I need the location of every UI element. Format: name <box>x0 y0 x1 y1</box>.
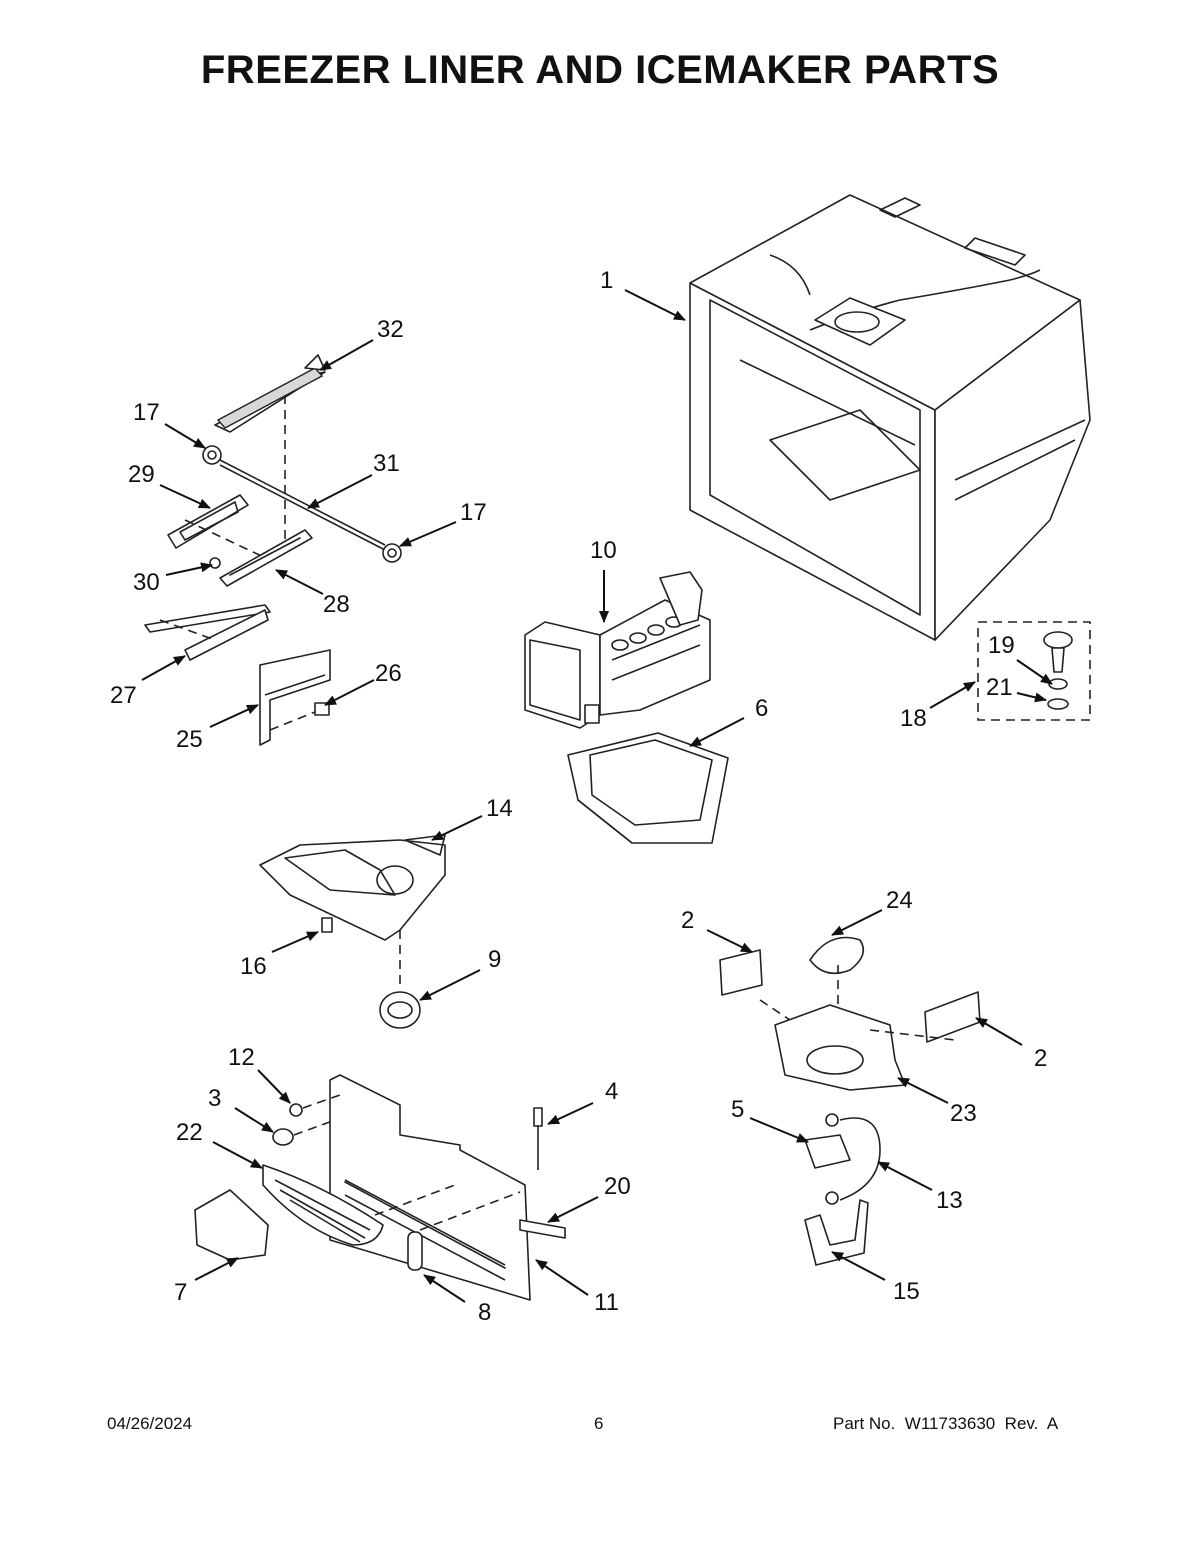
callout-8: 8 <box>478 1299 491 1326</box>
callout-10: 10 <box>590 537 617 564</box>
footer-page-number: 6 <box>594 1414 604 1433</box>
callout-29: 29 <box>128 461 155 488</box>
callout-24: 24 <box>886 887 913 914</box>
ice-bin-part <box>567 732 729 844</box>
callout-2: 2 <box>681 907 694 934</box>
callout-5: 5 <box>731 1096 744 1123</box>
callout-19: 19 <box>988 632 1015 659</box>
fan-motor-assembly-parts <box>719 936 981 1266</box>
callout-6: 6 <box>755 695 768 722</box>
front-panel-parts <box>194 1074 566 1301</box>
valve-kit-parts <box>977 621 1091 721</box>
callout-2: 2 <box>1034 1045 1047 1072</box>
callout-32: 32 <box>377 316 404 343</box>
callout-28: 28 <box>323 591 350 618</box>
callout-18: 18 <box>900 705 927 732</box>
callout-21: 21 <box>986 674 1013 701</box>
footer-part-number: Part No. W11733630 Rev. A <box>833 1414 1059 1433</box>
callout-13: 13 <box>936 1187 963 1214</box>
callout-30: 30 <box>133 569 160 596</box>
callout-27: 27 <box>110 682 137 709</box>
callout-labels: 1 32 17 29 31 17 30 28 27 26 25 10 6 19 … <box>110 267 1047 1326</box>
leader-arrows <box>141 289 1053 1303</box>
callout-14: 14 <box>486 795 513 822</box>
footer-date: 04/26/2024 <box>107 1414 193 1433</box>
callout-16: 16 <box>240 953 267 980</box>
rail-assembly-parts <box>144 354 402 746</box>
callout-15: 15 <box>893 1278 920 1305</box>
ice-chute-housing-part <box>259 834 446 1029</box>
callout-11: 11 <box>594 1289 619 1316</box>
callout-26: 26 <box>375 660 402 687</box>
callout-17: 17 <box>460 499 487 526</box>
callout-9: 9 <box>488 946 501 973</box>
icemaker-part <box>524 571 711 729</box>
callout-4: 4 <box>605 1078 618 1105</box>
callout-23: 23 <box>950 1100 977 1127</box>
callout-7: 7 <box>174 1279 187 1306</box>
callout-12: 12 <box>228 1044 255 1071</box>
callout-1: 1 <box>600 267 613 294</box>
callout-17: 17 <box>133 399 160 426</box>
callout-25: 25 <box>176 726 203 753</box>
callout-20: 20 <box>604 1173 631 1200</box>
callout-22: 22 <box>176 1119 203 1146</box>
page-title: FREEZER LINER AND ICEMAKER PARTS <box>200 48 1000 92</box>
callout-3: 3 <box>208 1085 221 1112</box>
callout-31: 31 <box>373 450 400 477</box>
freezer-liner-part <box>689 194 1091 641</box>
